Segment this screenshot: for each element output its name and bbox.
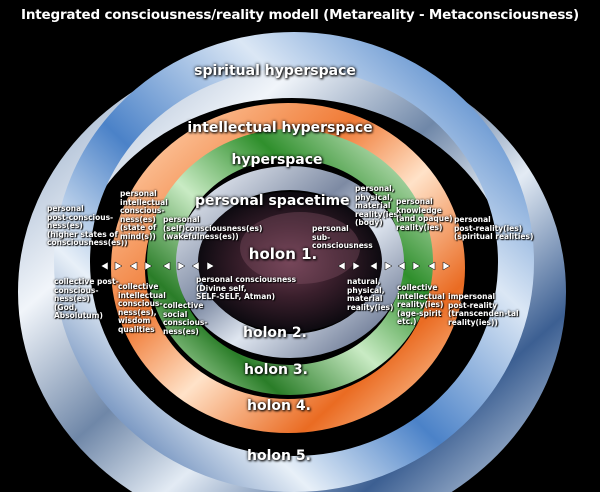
label-holon-2: holon 2. <box>243 325 307 341</box>
core-glow <box>240 212 360 284</box>
label-spiritual-hyperspace: spiritual hyperspace <box>194 63 356 79</box>
diagram-title: Integrated consciousness/reality modell … <box>21 7 579 23</box>
spacetime-ring <box>176 166 404 358</box>
note-left-collective-post: collective post-conscious- ness(es)(God,… <box>54 277 119 320</box>
label-hyperspace: hyperspace <box>231 152 323 168</box>
label-holon-4: holon 4. <box>247 398 311 414</box>
core <box>198 192 382 332</box>
outer-ring <box>18 46 566 492</box>
hyperspace-ring <box>147 129 433 395</box>
label-holon-1: holon 1. <box>248 245 318 263</box>
label-holon-5: holon 5. <box>247 448 311 464</box>
label-intellectual-hyperspace: intellectual hyperspace <box>187 120 373 136</box>
label-holon-3: holon 3. <box>244 362 308 378</box>
arrow-row <box>100 261 451 271</box>
intellectual-ring <box>111 103 465 433</box>
note-left-personal-self: personal(self)consciousness(es) (wakeful… <box>163 215 263 241</box>
note-center-personal-consciousness: personal consciousness(Divine self, SELF… <box>196 275 297 301</box>
label-personal-spacetime: personal spacetime <box>195 193 350 209</box>
spiritual-ring <box>54 32 534 492</box>
